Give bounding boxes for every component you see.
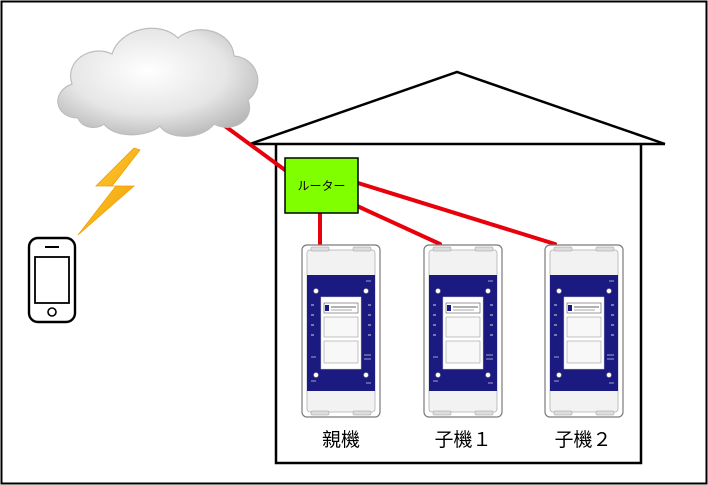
access-point-child-2 bbox=[544, 244, 624, 418]
cables bbox=[201, 108, 557, 246]
cloud-icon bbox=[57, 27, 259, 137]
unit-label-child-2: 子機２ bbox=[554, 429, 611, 451]
house-outline bbox=[249, 70, 666, 465]
lightning-icon bbox=[77, 147, 141, 236]
router-label: ルーター bbox=[297, 179, 345, 193]
access-point-child-1 bbox=[423, 244, 503, 418]
cable-router-child1 bbox=[353, 203, 442, 246]
access-point-parent bbox=[301, 244, 381, 418]
cable-router-child2 bbox=[356, 181, 557, 246]
unit-label-parent: 親機 bbox=[322, 429, 360, 451]
unit-label-child-1: 子機１ bbox=[434, 429, 491, 451]
smartphone-icon bbox=[27, 236, 77, 324]
router-box: ルーター bbox=[284, 157, 359, 214]
